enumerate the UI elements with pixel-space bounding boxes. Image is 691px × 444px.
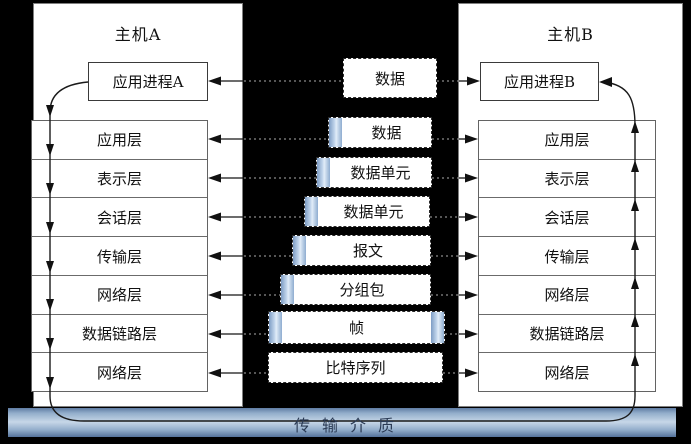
layer-row: 会话层	[479, 197, 655, 236]
layer-row: 会话层	[32, 197, 207, 236]
transmission-medium-label: 传输介质	[293, 416, 406, 435]
layer-row: 表示层	[32, 158, 207, 198]
pdu-box-bitsequence: 比特序列	[268, 352, 443, 383]
layer-row: 网络层	[32, 352, 207, 391]
layer-label: 数据链路层	[529, 324, 605, 343]
pdu-box-message: 报文	[292, 235, 431, 266]
pdu-label: 数据	[374, 69, 405, 88]
pdu-box-data: 数据	[343, 58, 437, 98]
layer-row: 网络层	[32, 274, 207, 314]
layer-label: 网络层	[544, 286, 590, 305]
layer-label: 应用层	[544, 131, 590, 150]
layer-stack-b: 应用层 表示层 会话层 传输层 网络层 数据链路层 网络层	[478, 120, 656, 392]
pdu-label: 数据单元	[350, 164, 411, 182]
process-box-b: 应用进程B	[480, 62, 599, 101]
pdu-label: 分组包	[339, 281, 385, 299]
layer-row: 数据链路层	[479, 313, 655, 353]
layer-row: 传输层	[479, 236, 655, 275]
pdu-box-packet: 分组包	[280, 274, 431, 305]
layer-label: 会话层	[96, 208, 142, 227]
layer-label: 网络层	[96, 286, 142, 305]
layer-label: 网络层	[96, 363, 142, 382]
layer-row: 传输层	[32, 236, 207, 275]
process-box-a: 应用进程A	[88, 62, 208, 101]
layer-label: 传输层	[544, 247, 590, 266]
header-cap-icon	[317, 158, 330, 187]
header-cap-icon	[329, 118, 342, 147]
layer-label: 数据链路层	[81, 324, 157, 343]
layer-label: 会话层	[544, 208, 590, 227]
host-a-title: 主机A	[114, 25, 162, 44]
layer-label: 传输层	[96, 247, 142, 266]
pdu-label: 报文	[352, 242, 383, 260]
pdu-label: 比特序列	[325, 359, 386, 377]
pdu-label: 帧	[348, 319, 364, 337]
pdu-label: 数据单元	[343, 203, 404, 221]
layer-stack-a: 应用层 表示层 会话层 传输层 网络层 数据链路层 网络层	[31, 120, 208, 392]
layer-row: 数据链路层	[32, 313, 207, 353]
layer-row: 网络层	[479, 274, 655, 314]
pdu-box-data-l7: 数据	[328, 117, 432, 148]
header-cap-icon	[281, 275, 294, 304]
pdu-label: 数据	[371, 124, 402, 142]
layer-label: 表示层	[96, 170, 142, 189]
header-cap-icon	[269, 312, 282, 343]
trailer-cap-icon	[431, 312, 444, 343]
layer-label: 应用层	[96, 131, 142, 150]
layer-row: 应用层	[32, 121, 207, 159]
host-b-title: 主机B	[547, 25, 594, 44]
pdu-box-dataunit-2: 数据单元	[304, 196, 430, 227]
layer-label: 网络层	[544, 363, 590, 382]
header-cap-icon	[293, 236, 306, 265]
layer-row: 网络层	[479, 352, 655, 391]
pdu-box-dataunit-1: 数据单元	[316, 157, 432, 188]
header-cap-icon	[305, 197, 318, 226]
pdu-box-frame: 帧	[268, 311, 445, 344]
layer-label: 表示层	[544, 170, 590, 189]
layer-row: 表示层	[479, 158, 655, 198]
layer-row: 应用层	[479, 121, 655, 159]
